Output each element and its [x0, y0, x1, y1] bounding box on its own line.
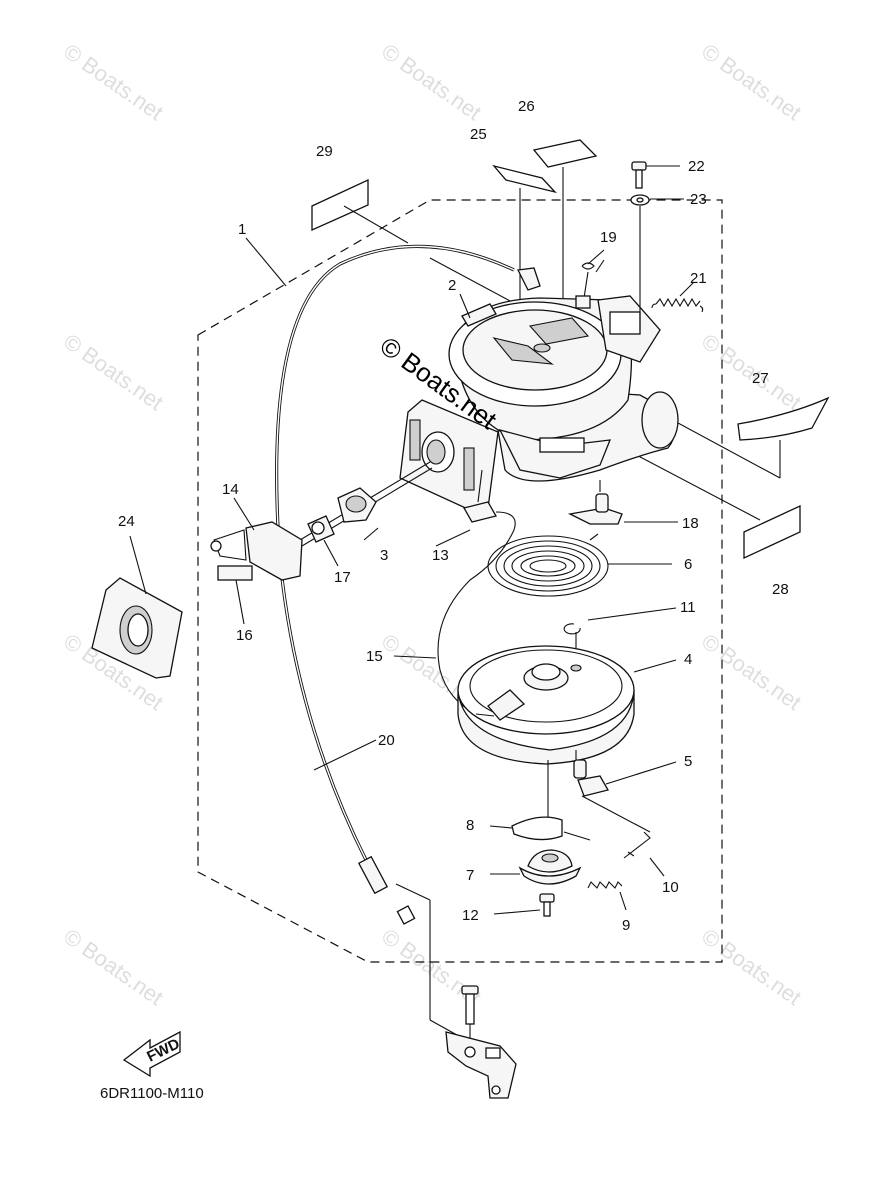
fwd-arrow: FWD: [122, 1030, 183, 1078]
watermark: © Boats.net: [697, 629, 806, 716]
spring-9: [587, 881, 623, 889]
callout-13: 13: [432, 547, 449, 564]
watermark: © Boats.net: [697, 39, 806, 126]
callout-15: 15: [366, 648, 383, 665]
callout-7: 7: [466, 867, 474, 884]
callout-3: 3: [380, 547, 388, 564]
callout-8: 8: [466, 817, 474, 834]
starter-lock-parts: [517, 161, 704, 525]
plate-7: [490, 849, 582, 885]
callout-17: 17: [334, 569, 351, 586]
sheave-drum-4: [457, 645, 677, 765]
callout-5: 5: [684, 753, 692, 770]
decal-26: [532, 139, 598, 168]
callout-20: 20: [378, 732, 395, 749]
watermark: © Boats.net: [697, 924, 806, 1011]
callout-10: 10: [662, 879, 679, 896]
decal-28: [743, 504, 801, 560]
diagram-code: 6DR1100-M110: [100, 1085, 204, 1102]
callout-26: 26: [518, 98, 535, 115]
decal-29: [311, 178, 369, 232]
cable-end-13: [463, 501, 497, 523]
callout-11: 11: [680, 599, 696, 616]
lower-parts: [489, 760, 665, 911]
callout-14: 14: [222, 481, 239, 498]
callout-4: 4: [684, 651, 692, 668]
callout-27: 27: [752, 370, 769, 387]
watermark: © Boats.net: [377, 39, 486, 126]
friction-plate-8: [511, 816, 563, 841]
starter-case: [448, 295, 679, 482]
decals: [311, 139, 830, 560]
callout-1: 1: [238, 221, 246, 238]
watermark: © Boats.net: [59, 39, 168, 126]
watermark: © Boats.net: [59, 924, 168, 1011]
assembly-boundary: [197, 199, 723, 963]
callout-12: 12: [462, 907, 479, 924]
callout-18: 18: [682, 515, 699, 532]
callout-25: 25: [470, 126, 487, 143]
circlip-11: [563, 623, 581, 635]
callout-29: 29: [316, 143, 333, 160]
decal-27: [737, 396, 830, 441]
clip-16: [217, 565, 253, 581]
callout-23: 23: [690, 191, 707, 208]
callout-21: 21: [690, 270, 707, 287]
callout-22: 22: [688, 158, 705, 175]
spring-21: [651, 297, 704, 313]
lever-14: [245, 521, 303, 581]
bolt-22: [631, 161, 647, 189]
pawl-5: [573, 750, 677, 797]
decal-25: [492, 164, 557, 194]
callout-9: 9: [622, 917, 630, 934]
screw-12: [493, 893, 555, 917]
callout-19: 19: [600, 229, 617, 246]
mounting-bracket: [445, 985, 517, 1099]
callout-2: 2: [448, 277, 456, 294]
callout-16: 16: [236, 627, 253, 644]
leader-lines: [233, 237, 605, 771]
callout-28: 28: [772, 581, 789, 598]
rod-assembly: [210, 461, 516, 715]
spring-10: [623, 831, 651, 859]
spiral-spring-6: [487, 533, 672, 597]
watermark: © Boats.net: [59, 329, 168, 416]
callout-6: 6: [684, 556, 692, 573]
rubber-block-24: [91, 535, 183, 679]
callout-24: 24: [118, 513, 135, 530]
callout-labels: 1 2 3 4 5 6 7 8 9 10 11 12 13 14 15 16 1…: [118, 98, 789, 934]
